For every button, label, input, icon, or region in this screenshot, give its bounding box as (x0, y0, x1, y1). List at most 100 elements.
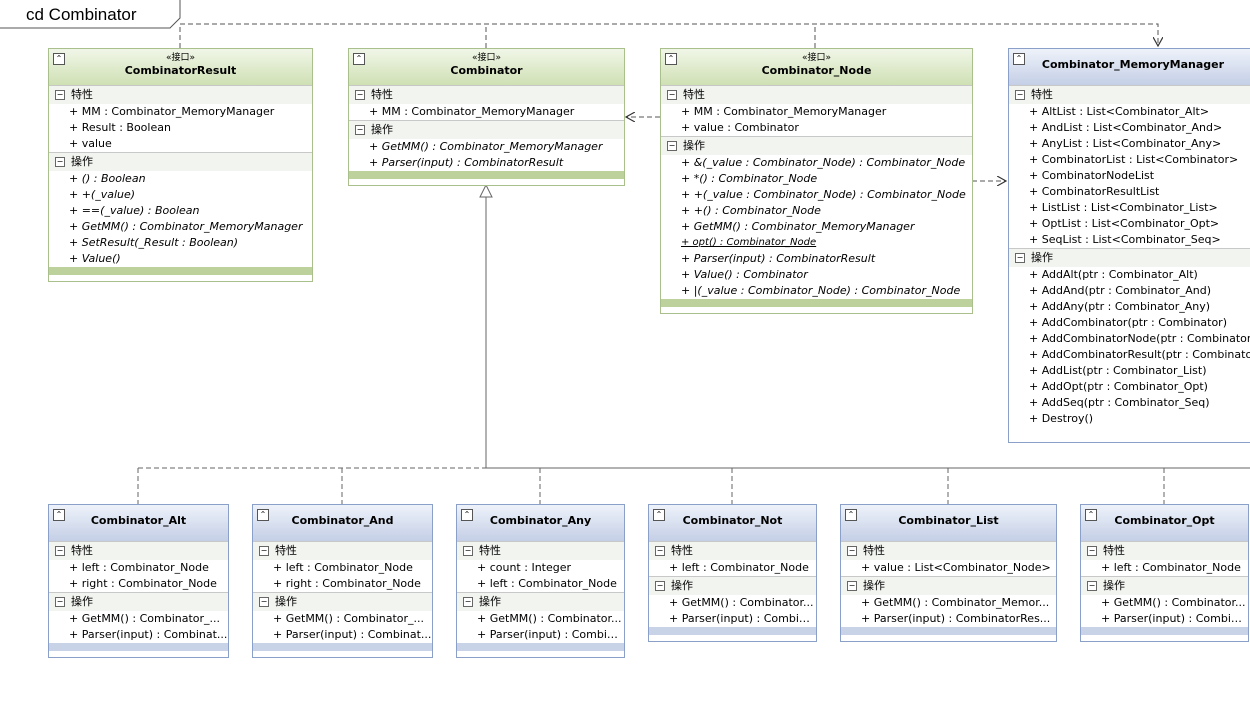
operation-item[interactable]: + Value() (69, 252, 121, 265)
minus-icon[interactable]: − (1087, 581, 1097, 591)
operation-item[interactable]: + +(_value : Combinator_Node) : Combinat… (681, 188, 966, 201)
collapse-icon[interactable]: ⌃ (257, 509, 269, 521)
section-header[interactable]: −操作 (649, 577, 816, 595)
section-header[interactable]: −操作 (253, 593, 432, 611)
attribute-item[interactable]: + value (69, 137, 112, 150)
attribute-item[interactable]: + right : Combinator_Node (69, 577, 217, 590)
attribute-item[interactable]: + AndList : List<Combinator_And> (1029, 121, 1223, 134)
collapse-icon[interactable]: ⌃ (461, 509, 473, 521)
operation-item[interactable]: + &(_value : Combinator_Node) : Combinat… (681, 156, 966, 169)
operation-item[interactable]: + AddSeq(ptr : Combinator_Seq) (1029, 396, 1210, 409)
operation-item[interactable]: + GetMM() : Combinator... (477, 612, 622, 625)
class-box-combinator-any[interactable]: ⌃ Combinator_Any −特性 + count : Integer +… (456, 504, 625, 658)
attribute-item[interactable]: + AltList : List<Combinator_Alt> (1029, 105, 1210, 118)
section-header[interactable]: −操作 (1081, 577, 1248, 595)
collapse-icon[interactable]: ⌃ (353, 53, 365, 65)
operation-item[interactable]: + GetMM() : Combinator_... (69, 612, 221, 625)
minus-icon[interactable]: − (847, 581, 857, 591)
collapse-icon[interactable]: ⌃ (665, 53, 677, 65)
operation-item[interactable]: + GetMM() : Combinator_MemoryManager (369, 140, 603, 153)
section-header[interactable]: −特性 (841, 542, 1056, 560)
operation-item[interactable]: + Parser(input) : CombinatorResult (369, 156, 564, 169)
section-header[interactable]: −特性 (649, 542, 816, 560)
section-header[interactable]: −操作 (349, 121, 624, 139)
operation-item[interactable]: + Parser(input) : CombinatorRes... (861, 612, 1051, 625)
minus-icon[interactable]: − (847, 546, 857, 556)
class-box-combinator-alt[interactable]: ⌃ Combinator_Alt −特性 + left : Combinator… (48, 504, 229, 658)
operation-item[interactable]: + +(_value) (69, 188, 136, 201)
operation-item[interactable]: + Parser(input) : Combin... (669, 612, 816, 625)
collapse-icon[interactable]: ⌃ (1013, 53, 1025, 65)
attribute-item[interactable]: + value : List<Combinator_Node> (861, 561, 1051, 574)
operation-item[interactable]: + Parser(input) : Combin... (1101, 612, 1248, 625)
operation-item[interactable]: + AddAny(ptr : Combinator_Any) (1029, 300, 1211, 313)
section-header[interactable]: −特性 (49, 542, 228, 560)
section-header[interactable]: −特性 (457, 542, 624, 560)
minus-icon[interactable]: − (55, 597, 65, 607)
operation-item[interactable]: + GetMM() : Combinator_MemoryManager (681, 220, 915, 233)
minus-icon[interactable]: − (463, 546, 473, 556)
attribute-item[interactable]: + ListList : List<Combinator_List> (1029, 201, 1218, 214)
minus-icon[interactable]: − (1087, 546, 1097, 556)
operation-item[interactable]: + AddAlt(ptr : Combinator_Alt) (1029, 268, 1198, 281)
section-header[interactable]: −特性 (1081, 542, 1248, 560)
minus-icon[interactable]: − (55, 157, 65, 167)
operation-item[interactable]: + GetMM() : Combinator... (1101, 596, 1246, 609)
operation-item[interactable]: + AddCombinator(ptr : Combinator) (1029, 316, 1227, 329)
minus-icon[interactable]: − (55, 90, 65, 100)
section-header[interactable]: −操作 (1009, 249, 1250, 267)
operation-item[interactable]: + GetMM() : Combinator_... (273, 612, 425, 625)
operation-item[interactable]: + Parser(input) : Combinat... (273, 628, 432, 641)
operation-item[interactable]: + *() : Combinator_Node (681, 172, 818, 185)
attribute-item[interactable]: + Result : Boolean (69, 121, 171, 134)
operation-item[interactable]: + GetMM() : Combinator... (669, 596, 814, 609)
section-header[interactable]: −操作 (49, 593, 228, 611)
operation-item[interactable]: + SetResult(_Result : Boolean) (69, 236, 239, 249)
class-box-combinator-result[interactable]: ⌃ «接口» CombinatorResult −特性 + MM : Combi… (48, 48, 313, 282)
attribute-item[interactable]: + CombinatorNodeList (1029, 169, 1155, 182)
operation-item[interactable]: + Parser(input) : Combin... (477, 628, 624, 641)
attribute-item[interactable]: + left : Combinator_Node (69, 561, 209, 574)
attribute-item[interactable]: + right : Combinator_Node (273, 577, 421, 590)
operation-item[interactable]: + GetMM() : Combinator_MemoryManager (69, 220, 303, 233)
attribute-item[interactable]: + MM : Combinator_MemoryManager (681, 105, 887, 118)
class-box-combinator[interactable]: ⌃ «接口» Combinator −特性 + MM : Combinator_… (348, 48, 625, 186)
class-box-combinator-list[interactable]: ⌃ Combinator_List −特性 + value : List<Com… (840, 504, 1057, 642)
operation-item[interactable]: + opt() : Combinator_Node (681, 237, 817, 248)
minus-icon[interactable]: − (259, 546, 269, 556)
collapse-icon[interactable]: ⌃ (1085, 509, 1097, 521)
minus-icon[interactable]: − (55, 546, 65, 556)
section-header[interactable]: −特性 (661, 86, 972, 104)
operation-item[interactable]: + AddAnd(ptr : Combinator_And) (1029, 284, 1212, 297)
operation-item[interactable]: + AddList(ptr : Combinator_List) (1029, 364, 1207, 377)
operation-item[interactable]: + +() : Combinator_Node (681, 204, 821, 217)
operation-item[interactable]: + Destroy() (1029, 412, 1094, 425)
operation-item[interactable]: + AddOpt(ptr : Combinator_Opt) (1029, 380, 1208, 393)
attribute-item[interactable]: + MM : Combinator_MemoryManager (69, 105, 275, 118)
attribute-item[interactable]: + count : Integer (477, 561, 572, 574)
operation-item[interactable]: + ==(_value) : Boolean (69, 204, 200, 217)
minus-icon[interactable]: − (667, 141, 677, 151)
collapse-icon[interactable]: ⌃ (653, 509, 665, 521)
section-header[interactable]: −操作 (661, 137, 972, 155)
operation-item[interactable]: + |(_value : Combinator_Node) : Combinat… (681, 284, 961, 297)
operation-item[interactable]: + () : Boolean (69, 172, 146, 185)
attribute-item[interactable]: + left : Combinator_Node (1101, 561, 1241, 574)
class-box-combinator-node[interactable]: ⌃ «接口» Combinator_Node −特性 + MM : Combin… (660, 48, 973, 314)
class-box-combinator-opt[interactable]: ⌃ Combinator_Opt −特性 + left : Combinator… (1080, 504, 1249, 642)
operation-item[interactable]: + AddCombinatorResult(ptr : Combinator (1029, 348, 1250, 361)
class-box-combinator-and[interactable]: ⌃ Combinator_And −特性 + left : Combinator… (252, 504, 433, 658)
operation-item[interactable]: + AddCombinatorNode(ptr : Combinator_ (1029, 332, 1250, 345)
section-header[interactable]: −操作 (457, 593, 624, 611)
attribute-item[interactable]: + CombinatorResultList (1029, 185, 1160, 198)
minus-icon[interactable]: − (655, 581, 665, 591)
attribute-item[interactable]: + left : Combinator_Node (477, 577, 617, 590)
class-box-memory-manager[interactable]: ⌃ Combinator_MemoryManager −特性 + AltList… (1008, 48, 1250, 443)
collapse-icon[interactable]: ⌃ (53, 509, 65, 521)
section-header[interactable]: −特性 (349, 86, 624, 104)
minus-icon[interactable]: − (1015, 90, 1025, 100)
collapse-icon[interactable]: ⌃ (53, 53, 65, 65)
minus-icon[interactable]: − (355, 90, 365, 100)
section-header[interactable]: −特性 (253, 542, 432, 560)
operation-item[interactable]: + Value() : Combinator (681, 268, 808, 281)
